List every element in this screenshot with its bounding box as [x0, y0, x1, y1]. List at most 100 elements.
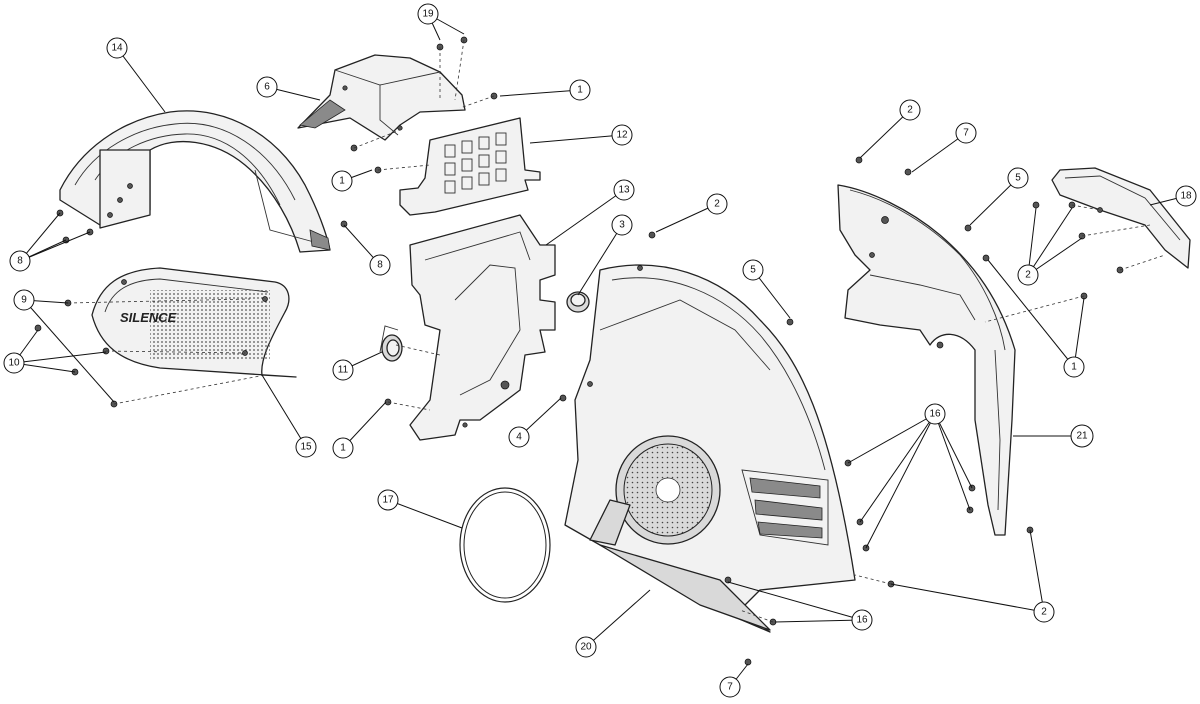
callout-circle: [1175, 185, 1197, 207]
callout-number: 19: [422, 9, 434, 20]
callout-2: 2: [899, 99, 921, 121]
callout-20: 20: [575, 636, 597, 658]
callout-circle: [13, 289, 35, 311]
callout-circle: [955, 122, 977, 144]
callout-16: 16: [851, 609, 873, 631]
callout-circle: [331, 170, 353, 192]
callout-number: 2: [1025, 270, 1031, 281]
callout-1: 1: [569, 79, 591, 101]
part-17-ring: [459, 487, 551, 603]
callout-9: 9: [13, 289, 35, 311]
callout-2: 2: [1017, 264, 1039, 286]
callout-circle: [256, 76, 278, 98]
callout-number: 5: [1015, 173, 1021, 184]
callout-number: 18: [1180, 191, 1192, 202]
callout-circle: [332, 359, 354, 381]
callout-number: 8: [17, 256, 23, 267]
callout-12: 12: [611, 124, 633, 146]
callout-16: 16: [924, 403, 946, 425]
callout-circle: [508, 426, 530, 448]
callout-15: 15: [295, 436, 317, 458]
callout-number: 1: [1071, 362, 1077, 373]
callout-number: 2: [907, 105, 913, 116]
callout-1: 1: [331, 170, 353, 192]
callout-number: 6: [264, 82, 270, 93]
part-21-right-trim: [837, 184, 1016, 536]
callout-number: 16: [929, 409, 941, 420]
callout-number: 3: [619, 220, 625, 231]
callout-number: 11: [338, 365, 349, 376]
callout-number: 7: [727, 682, 733, 693]
callout-circle: [9, 250, 31, 272]
callout-number: 8: [377, 260, 383, 271]
callout-8: 8: [9, 250, 31, 272]
callout-3: 3: [611, 214, 633, 236]
callout-circle: [1017, 264, 1039, 286]
callout-number: 15: [300, 442, 312, 453]
callout-number: 10: [8, 358, 20, 369]
part-14-rear-fender: [59, 110, 331, 253]
callout-circle: [1033, 601, 1055, 623]
callout-number: 16: [856, 615, 868, 626]
callout-number: 2: [714, 199, 720, 210]
callout-10: 10: [3, 352, 25, 374]
callout-circle: [295, 436, 317, 458]
callout-circle: [3, 352, 25, 374]
callout-13: 13: [613, 179, 635, 201]
callout-6: 6: [256, 76, 278, 98]
callout-circle: [332, 437, 354, 459]
callout-11: 11: [332, 359, 354, 381]
part-6-top-bracket: [297, 54, 466, 141]
callout-5: 5: [742, 259, 764, 281]
callout-number: 17: [382, 495, 394, 506]
callout-number: 2: [1041, 607, 1047, 618]
callout-circle: [611, 124, 633, 146]
callout-circle: [924, 403, 946, 425]
callout-circle: [851, 609, 873, 631]
brand-text: SILENCE: [120, 310, 177, 325]
callout-number: 14: [111, 43, 123, 54]
callout-4: 4: [508, 426, 530, 448]
callout-number: 1: [577, 85, 583, 96]
callout-8: 8: [369, 254, 391, 276]
callout-circle: [1070, 424, 1094, 448]
callout-circle: [613, 179, 635, 201]
callout-2: 2: [706, 193, 728, 215]
callout-number: 1: [339, 176, 345, 187]
callout-circle: [417, 3, 439, 25]
part-13-inner-plate: [409, 214, 556, 441]
callout-circle: [569, 79, 591, 101]
callout-number: 20: [580, 642, 592, 653]
callout-21: 21: [1070, 424, 1094, 448]
callout-number: 13: [618, 185, 630, 196]
callout-circle: [575, 636, 597, 658]
callout-number: 9: [21, 295, 27, 306]
callout-circle: [611, 214, 633, 236]
callout-7: 7: [955, 122, 977, 144]
callout-2: 2: [1033, 601, 1055, 623]
callout-number: 21: [1076, 431, 1088, 442]
callout-circle: [1063, 356, 1085, 378]
callout-circle: [106, 37, 128, 59]
part-11-knob: [379, 325, 403, 362]
callout-1: 1: [332, 437, 354, 459]
part-3-plug: [566, 291, 590, 313]
callout-circle: [1007, 167, 1029, 189]
part-18-cap: [1051, 167, 1191, 269]
callout-circle: [719, 676, 741, 698]
callout-7: 7: [719, 676, 741, 698]
callout-number: 7: [963, 128, 969, 139]
callout-number: 4: [516, 432, 522, 443]
callout-circle: [899, 99, 921, 121]
callout-circle: [706, 193, 728, 215]
callout-17: 17: [377, 489, 399, 511]
part-15-silence-panel: SILENCE: [91, 267, 297, 378]
callout-number: 5: [750, 265, 756, 276]
callout-5: 5: [1007, 167, 1029, 189]
callout-circle: [377, 489, 399, 511]
callout-1: 1: [1063, 356, 1085, 378]
callout-19: 19: [417, 3, 439, 25]
callout-circle: [742, 259, 764, 281]
callout-14: 14: [106, 37, 128, 59]
